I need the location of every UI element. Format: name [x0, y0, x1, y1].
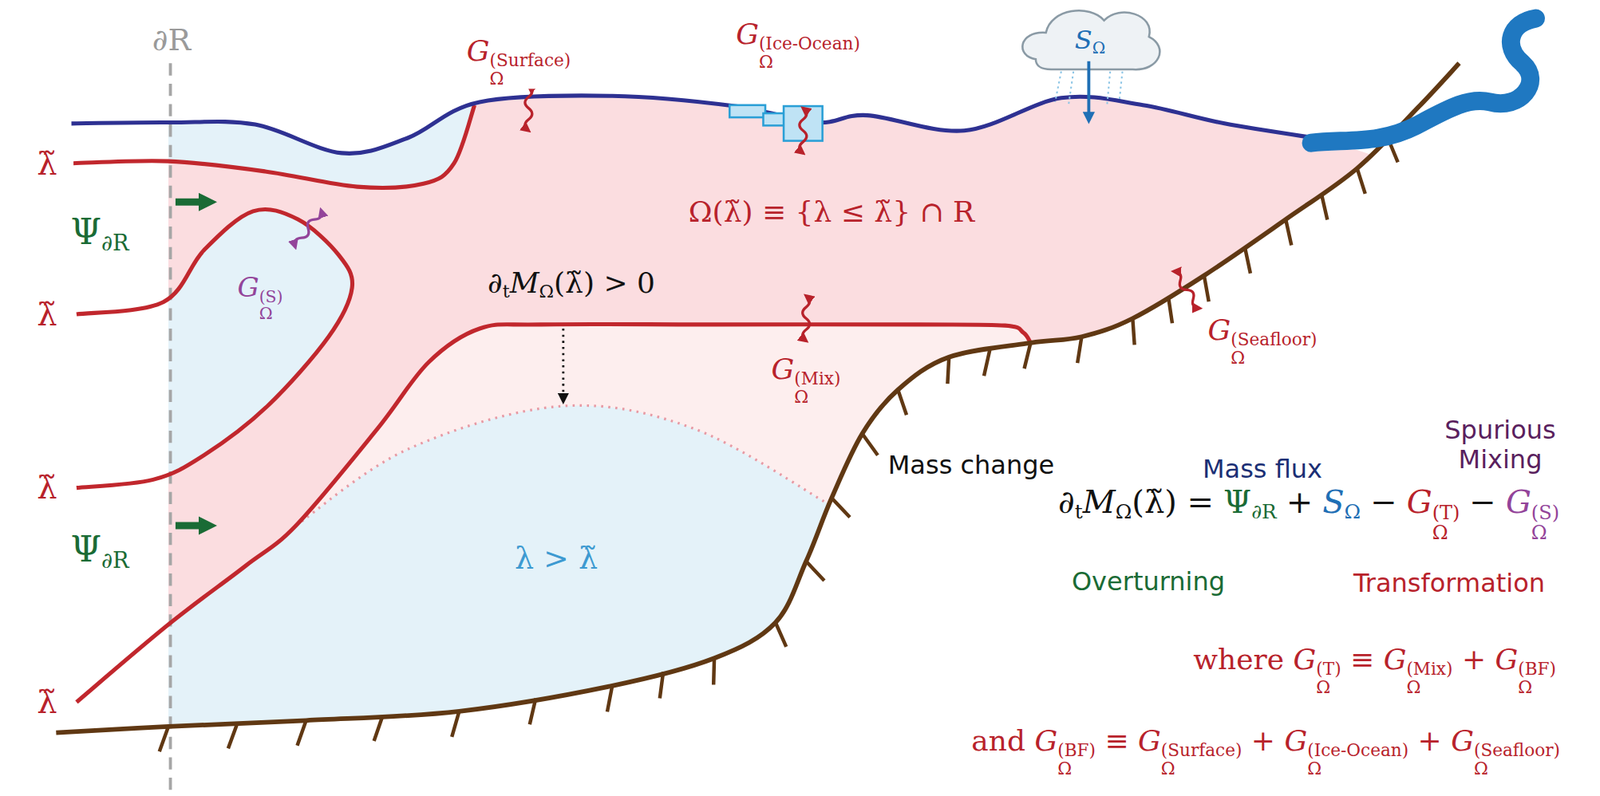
overturning-arrow: [175, 521, 205, 530]
equation-term: −: [1370, 483, 1398, 521]
term-caption: Spurious Mixing: [1421, 414, 1580, 476]
wavy-flux-arrow: [292, 208, 324, 249]
overturning-label: Ψ∂R: [67, 211, 132, 255]
ice-block: [783, 106, 823, 142]
precipitation-arrow: [1086, 61, 1091, 121]
mass-change-arrow: [561, 328, 565, 402]
seafloor: [55, 63, 1459, 733]
rain-cloud: [1022, 10, 1160, 70]
region-definition: Ω(λ̃) ≡ {λ ≤ λ̃} ∩ R: [685, 194, 978, 230]
budget-equation: ∂tMΩ(λ̃) =Ψ∂R+SΩ−GΩ(T)−GΩ(S): [1058, 483, 1560, 544]
term-caption: Mass flux: [1199, 454, 1326, 486]
wavy-flux-arrow: [802, 296, 810, 341]
sea-surface: [71, 95, 1328, 154]
isopycnal-line: [76, 209, 353, 488]
equation-term: GΩ(S): [1505, 483, 1560, 544]
equation-term: −: [1469, 483, 1497, 521]
dotted-isopycnal: [296, 405, 829, 526]
wavy-flux-arrow: [1170, 269, 1203, 311]
river-outflow: [1311, 18, 1536, 143]
equation-term: SΩ: [1322, 483, 1361, 523]
term-caption: Overturning: [1068, 566, 1229, 598]
ice-block: [729, 105, 766, 118]
isopycnal-label: λ̃: [33, 683, 60, 722]
ice-block: [762, 113, 786, 126]
overturning-arrow: [175, 198, 205, 206]
mass-change-label: ∂tMΩ(λ̃) > 0: [484, 265, 659, 302]
isopycnal-label: λ̃: [33, 468, 60, 507]
density-classes: [0, 0, 1123, 796]
wavy-flux-arrow: [799, 108, 807, 154]
equation-term: +: [1286, 483, 1314, 521]
spurious-mixing-label: GΩ(S): [233, 271, 286, 324]
flux-label: GΩ(Ice-Ocean): [732, 16, 864, 72]
transformation-arrows: [292, 85, 1203, 341]
isopycnal-line: [73, 105, 475, 189]
flux-label: GΩ(Seafloor): [1204, 312, 1321, 368]
isopycnal-label: λ̃: [33, 144, 60, 183]
equation-term: GΩ(T): [1406, 483, 1461, 544]
dense-class-label: λ > λ̃: [511, 541, 601, 578]
flux-label: GΩ(Surface): [463, 33, 574, 89]
light-water-bubble: [76, 209, 353, 488]
equation-term: Ψ∂R: [1223, 483, 1277, 523]
equation-term: ∂tMΩ(λ̃) =: [1058, 483, 1214, 523]
isopycnal-label: λ̃: [33, 295, 60, 334]
light-water-patch: [168, 0, 475, 188]
definition-equation: where GΩ(T) ≡ GΩ(Mix) + GΩ(BF): [1189, 642, 1560, 698]
flux-label: GΩ(Mix): [768, 351, 845, 407]
definition-equation: and GΩ(BF) ≡ GΩ(Surface) + GΩ(Ice-Ocean)…: [967, 723, 1564, 779]
wavy-flux-arrow: [525, 85, 533, 131]
term-caption: Transformation: [1350, 568, 1549, 600]
boundary-dashed-line: [169, 63, 173, 795]
isopycnal-line: [76, 323, 1032, 703]
overturning-label: Ψ∂R: [67, 529, 132, 573]
source-label: SΩ: [1071, 24, 1109, 58]
boundary-label: ∂R: [149, 22, 194, 60]
term-caption: Mass change: [884, 450, 1059, 482]
